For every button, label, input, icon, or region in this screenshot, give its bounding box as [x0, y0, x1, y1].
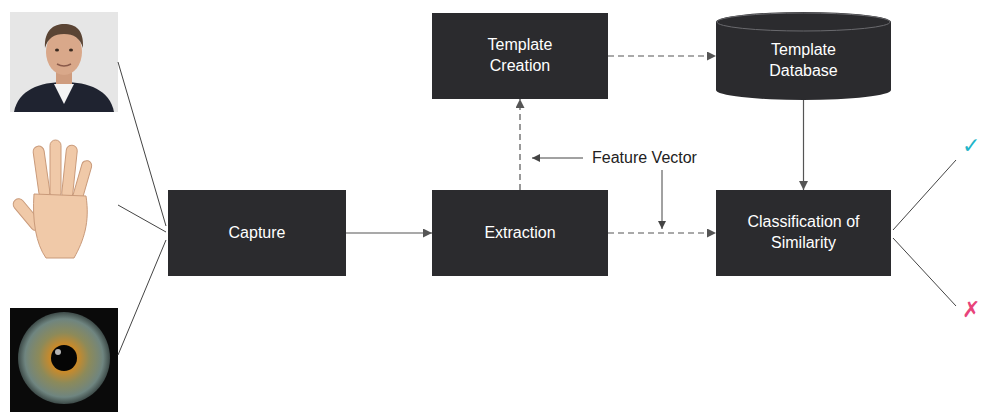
node-label: Classification of Similarity: [729, 212, 879, 254]
process-box: Template Creation: [432, 13, 608, 99]
database-cylinder: Template Database: [716, 12, 891, 100]
process-box: Classification of Similarity: [716, 190, 891, 276]
face-photo: [10, 12, 118, 112]
input-lines: [118, 62, 166, 355]
dashed-connector: [608, 55, 716, 56]
annotation-label: Feature Vector: [590, 148, 699, 167]
connector: [803, 100, 804, 190]
node-label: Capture: [229, 223, 286, 244]
result-lines: [893, 160, 956, 306]
connector: [346, 232, 432, 233]
hand-picture: [11, 140, 93, 258]
node-label: Template Creation: [465, 35, 575, 77]
dashed-connector: [519, 99, 520, 190]
reject-mark: ✗: [962, 297, 980, 323]
process-box: Extraction: [432, 190, 608, 276]
node-label: Extraction: [484, 223, 555, 244]
dashed-connector: [608, 232, 716, 233]
node-label: Template Database: [749, 40, 859, 82]
process-box: Capture: [168, 190, 346, 276]
accept-mark: ✓: [962, 133, 980, 159]
iris-photo: [10, 308, 118, 412]
